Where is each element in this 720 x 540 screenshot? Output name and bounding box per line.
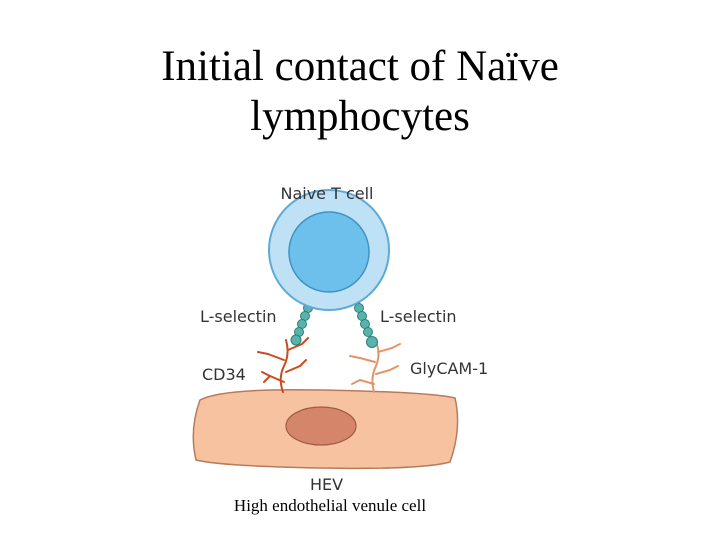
t-cell-nucleus [288,211,370,293]
cd34-label: CD34 [202,365,246,384]
title-line-2: lymphocytes [250,93,470,140]
title-line-1: Initial contact of Naïve [161,43,559,90]
caption: High endothelial venule cell [233,496,427,515]
glycam-1-ligand [349,341,401,393]
slide-title: Initial contact of Naïve lymphocytes [0,42,720,142]
l-selectin-right-label: L-selectin [380,307,457,326]
hev-label: HEV [310,475,343,494]
hev-nucleus [285,406,357,446]
glycam-1-label: GlyCAM-1 [410,359,488,378]
l-selectin-left-label: L-selectin [200,307,277,326]
naive-t-cell-label: Naive T cell [280,184,373,203]
cd34-ligand [257,337,309,393]
